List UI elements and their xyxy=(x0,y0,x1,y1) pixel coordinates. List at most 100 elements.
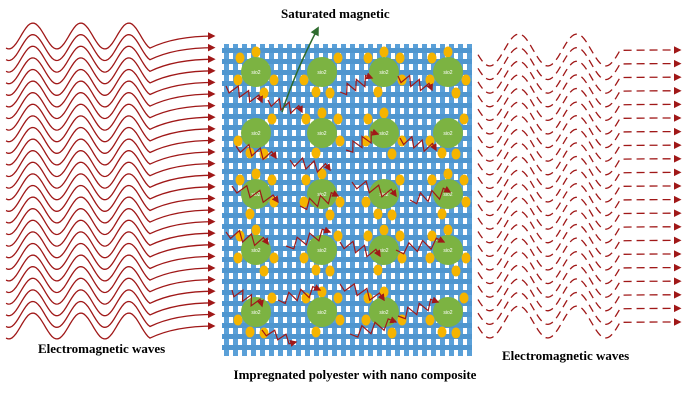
absorbed-wave xyxy=(231,184,279,204)
sio2-label: sio2 xyxy=(443,131,452,137)
sio2-particle xyxy=(369,235,399,265)
outgoing-wave xyxy=(477,87,682,122)
nano-dot xyxy=(425,74,435,86)
nano-dot xyxy=(451,87,461,99)
outgoing-wave xyxy=(477,264,682,298)
nano-dot xyxy=(317,107,327,119)
absorbed-wave xyxy=(235,143,277,161)
sio2-particle xyxy=(433,297,463,327)
nano-dot xyxy=(333,52,343,64)
absorbed-wave xyxy=(395,236,446,255)
weft-thread xyxy=(222,268,472,273)
warp-thread xyxy=(422,44,427,356)
absorbed-wave xyxy=(267,97,303,115)
saturated-magnetic-label: Saturated magnetic xyxy=(281,6,390,21)
sio2-label: sio2 xyxy=(317,70,326,76)
incoming-wave xyxy=(5,57,216,85)
weft-thread xyxy=(222,136,472,141)
nano-dot xyxy=(317,168,327,180)
weft-thread xyxy=(222,213,472,218)
nano-dot xyxy=(245,326,255,338)
nano-dot xyxy=(427,174,437,186)
nano-dot xyxy=(363,292,373,304)
incoming-wave xyxy=(5,80,216,108)
nano-dot xyxy=(387,148,397,160)
weft-thread xyxy=(222,147,472,152)
nano-dot xyxy=(325,265,335,277)
incoming-wave xyxy=(5,115,216,143)
absorbed-wave xyxy=(339,240,381,258)
nano-dot xyxy=(251,224,261,236)
nano-dot xyxy=(387,209,397,221)
nano-dot xyxy=(251,168,261,180)
incoming-wave xyxy=(5,300,216,328)
incoming-wave xyxy=(5,126,216,154)
nano-dot xyxy=(461,252,471,264)
weft-thread xyxy=(222,59,472,64)
outgoing-wave xyxy=(477,237,682,271)
nano-dot xyxy=(259,87,269,99)
warp-thread xyxy=(287,44,292,356)
incoming-wave xyxy=(5,196,216,224)
nano-dot xyxy=(267,113,277,125)
nano-dot xyxy=(379,224,389,236)
incoming-wave xyxy=(5,22,216,50)
nano-dot xyxy=(363,230,373,242)
nano-dot xyxy=(233,314,243,326)
outgoing-wave xyxy=(477,223,682,258)
incoming-wave xyxy=(5,266,216,294)
absorbed-wave xyxy=(285,226,332,250)
outgoing-wave xyxy=(477,101,682,135)
nano-dot xyxy=(301,113,311,125)
nano-dot xyxy=(361,196,371,208)
sio2-particle xyxy=(433,118,463,148)
incoming-wave xyxy=(5,161,216,189)
nano-dot xyxy=(235,174,245,186)
incoming-wave xyxy=(5,242,216,270)
nano-dot xyxy=(311,86,321,98)
outgoing-wave xyxy=(477,169,682,203)
weft-thread xyxy=(222,246,472,251)
weft-thread xyxy=(222,224,472,229)
outgoing-wave xyxy=(477,210,682,244)
warp-thread xyxy=(431,44,436,356)
sio2-particle xyxy=(307,118,337,148)
outgoing-wave xyxy=(477,196,682,230)
sio2-particle xyxy=(307,235,337,265)
nano-dot xyxy=(325,87,335,99)
nano-dot xyxy=(451,327,461,339)
nano-dot xyxy=(373,264,383,276)
sio2-label: sio2 xyxy=(443,70,452,76)
incoming-wave xyxy=(5,34,216,62)
incoming-waves-label: Electromagnetic waves xyxy=(38,341,166,356)
nano-dot xyxy=(379,46,389,58)
sio2-label: sio2 xyxy=(251,70,260,76)
nano-dot xyxy=(395,52,405,64)
nano-dot xyxy=(299,74,309,86)
sio2-particle xyxy=(241,57,271,87)
nano-dot xyxy=(301,292,311,304)
nano-dot xyxy=(451,265,461,277)
absorbed-wave xyxy=(289,156,331,174)
weft-thread xyxy=(222,290,472,295)
absorbed-waves xyxy=(225,72,452,347)
sio2-label: sio2 xyxy=(379,310,388,316)
absorbed-wave xyxy=(225,229,269,247)
nano-dot xyxy=(299,196,309,208)
nano-dot xyxy=(397,252,407,264)
incoming-wave xyxy=(5,173,216,201)
outgoing-waves-label: Electromagnetic waves xyxy=(502,348,630,363)
outgoing-wave xyxy=(477,291,682,326)
nano-dot xyxy=(233,74,243,86)
absorbed-wave xyxy=(399,135,437,153)
outgoing-wave xyxy=(477,60,682,94)
sio2-label: sio2 xyxy=(317,192,326,198)
incoming-wave xyxy=(5,184,216,212)
nano-dot xyxy=(427,230,437,242)
weft-thread xyxy=(222,312,472,317)
outgoing-wave xyxy=(477,74,682,108)
absorbed-wave xyxy=(277,284,322,305)
weft-thread xyxy=(222,48,472,53)
nano-dot xyxy=(379,107,389,119)
